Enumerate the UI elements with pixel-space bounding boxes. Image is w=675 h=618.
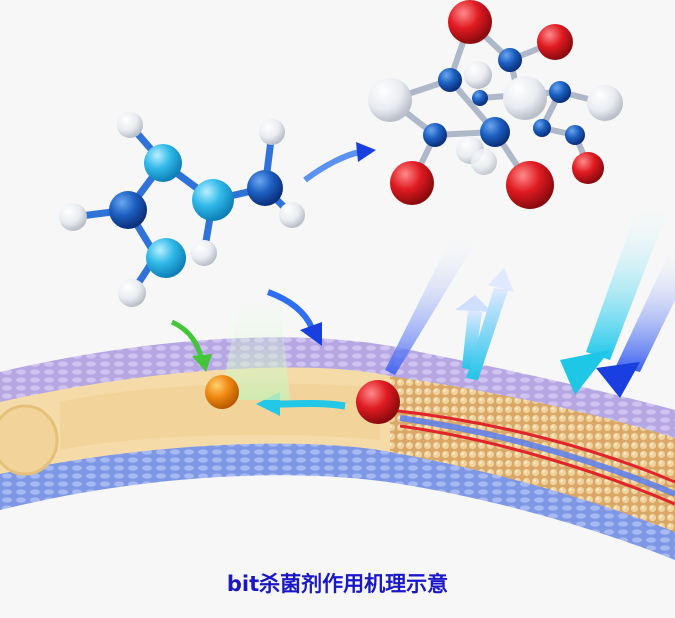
bit-molecule [59,112,305,307]
beam-arrow-cyan-right [586,200,668,360]
target-molecule [368,0,623,209]
orange-particle [205,375,239,409]
up-arrow-2 [466,288,508,380]
beam-arrow-blue-right [616,240,675,372]
diagram-caption: bit杀菌剂作用机理示意 [226,572,449,596]
blue-arrow-mid [266,289,315,330]
cyan-arrow-left [277,400,346,410]
arrows [170,142,675,416]
up-arrow-1 [462,310,482,370]
beam-arrow-blue-left [385,230,480,375]
blue-arrow-top [303,149,361,183]
cell-wall [0,337,675,560]
red-particle [356,380,400,424]
